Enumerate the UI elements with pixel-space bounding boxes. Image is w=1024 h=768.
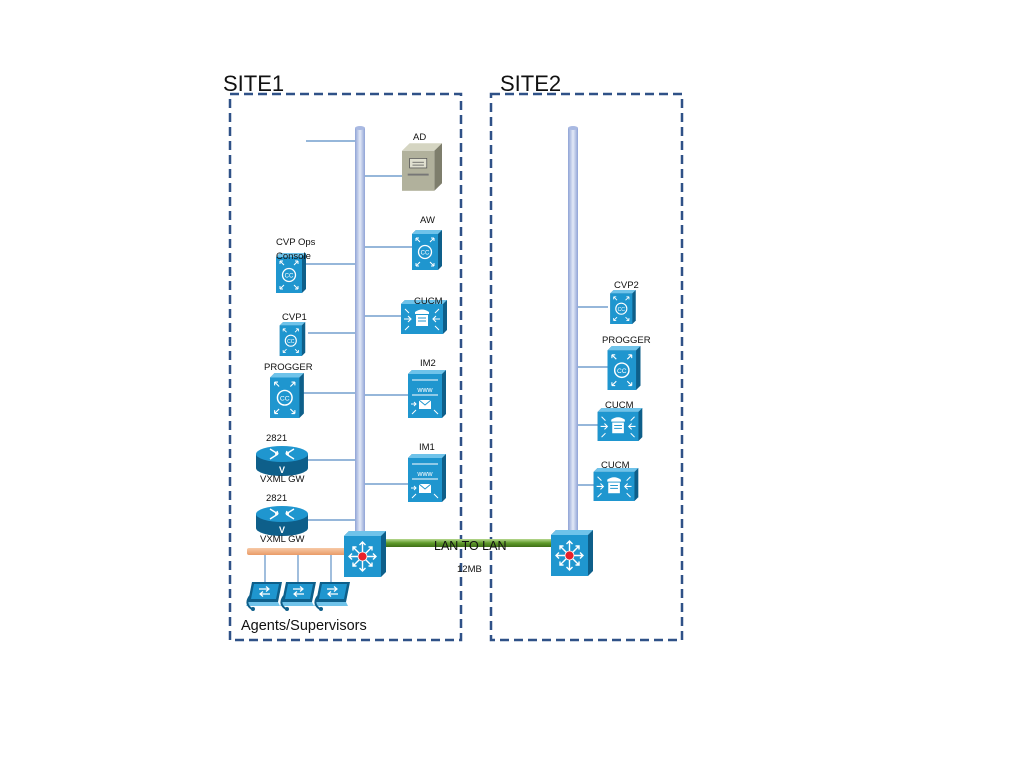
cucm1-label: CUCM [414, 296, 443, 307]
agents-caption: Agents/Supervisors [241, 618, 367, 634]
site1-boundary [228, 92, 463, 642]
gw2-router-icon [256, 506, 308, 536]
aw-server-icon [412, 229, 442, 271]
im2-label: IM2 [420, 358, 436, 369]
link-bandwidth: 12MB [457, 564, 482, 575]
lan-to-lan-link [384, 539, 554, 547]
agent-phone-icon [314, 582, 350, 612]
ad-label: AD [413, 132, 426, 143]
gw1-router-icon [256, 446, 308, 476]
agent-phone-icon [246, 582, 282, 612]
site1-switch-icon [344, 531, 386, 577]
progger2-server-icon [607, 346, 641, 390]
cucm2-label: CUCM [605, 400, 634, 411]
im1-label: IM1 [419, 442, 435, 453]
agent-drop-lines [264, 555, 332, 582]
aw-label: AW [420, 215, 435, 226]
gw2-name-label: VXML GW [260, 534, 305, 545]
progger1-label: PROGGER [264, 362, 313, 373]
cvp1-label: CVP1 [282, 312, 307, 323]
progger1-server-icon [270, 373, 304, 418]
cvp2-label: CVP2 [614, 280, 639, 291]
site2-backbone [568, 128, 578, 538]
ad-server-icon [402, 143, 442, 191]
site1-title: SITE1 [223, 71, 284, 96]
cvp1-server-icon [279, 322, 306, 356]
site1-backbone [355, 128, 365, 538]
site2-connectors [574, 306, 608, 486]
cucm3-icon [593, 468, 639, 501]
cucm3-label: CUCM [601, 460, 630, 471]
im2-server-icon [408, 370, 446, 418]
site2-title: SITE2 [500, 71, 561, 96]
link-label: LAN TO LAN [434, 539, 507, 553]
gw2-model-label: 2821 [266, 493, 287, 504]
progger2-label: PROGGER [602, 335, 651, 346]
im1-server-icon [408, 454, 446, 502]
agent-phone-icon [280, 582, 316, 612]
cvp-ops-label-line2: Console [276, 251, 311, 262]
site1-connectors [302, 140, 414, 521]
site2-boundary [489, 92, 684, 642]
cucm2-icon [597, 408, 643, 441]
cvp2-server-icon [609, 290, 637, 324]
gw1-name-label: VXML GW [260, 474, 305, 485]
site2-switch-icon [551, 530, 593, 576]
cvp-ops-label-line1: CVP Ops [276, 237, 316, 248]
agent-segment-bar [247, 548, 347, 555]
gw1-model-label: 2821 [266, 433, 287, 444]
